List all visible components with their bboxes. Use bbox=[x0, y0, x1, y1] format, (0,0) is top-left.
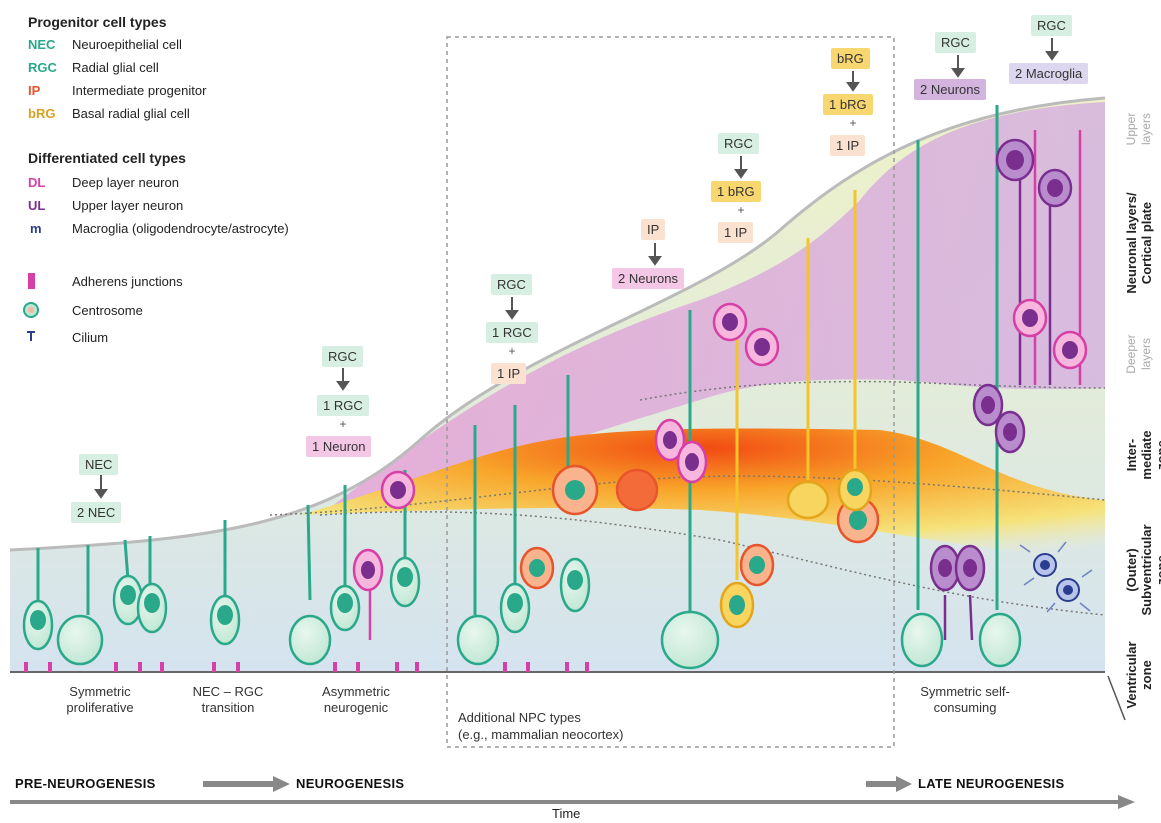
label-brg-plus: + bbox=[849, 116, 857, 130]
legend-desc-brg: Basal radial glial cell bbox=[72, 106, 190, 121]
caption-asymmetric-neurogenic: Asymmetric neurogenic bbox=[322, 684, 390, 715]
label-asym-daughter2: 1 Neuron bbox=[306, 436, 372, 457]
label-rgcbrg-parent: RGC bbox=[718, 133, 759, 154]
intermediate-zone-region bbox=[300, 428, 1105, 560]
label-rgcbrg-daughter1: 1 bRG bbox=[711, 181, 761, 202]
legend-abbr-brg: bRG bbox=[28, 106, 56, 121]
differentiated-legend-title: Differentiated cell types bbox=[28, 150, 186, 166]
legend-abbr-ip: IP bbox=[28, 83, 41, 98]
legend-cilium-label: Cilium bbox=[72, 330, 109, 345]
legend-desc-m: Macroglia (oligodendrocyte/astrocyte) bbox=[72, 221, 289, 236]
caption-additional-npc: Additional NPC types bbox=[458, 710, 581, 725]
legend-abbr-dl: DL bbox=[28, 175, 46, 190]
progenitor-legend-title: Progenitor cell types bbox=[28, 14, 167, 30]
caption-symmetric-self-consuming: Symmetric self-consuming bbox=[920, 684, 1010, 715]
zone-ventricular: Ventricular zone bbox=[1124, 641, 1154, 709]
label-nec-parent: NEC bbox=[79, 454, 119, 475]
legend-desc-dl: Deep layer neuron bbox=[72, 175, 179, 190]
upper-layer-neurons bbox=[929, 138, 1073, 592]
adherens-junctions bbox=[24, 662, 589, 672]
label-late2-parent: RGC bbox=[1031, 15, 1072, 36]
caption-additional-npc-sub: (e.g., mammalian neocortex) bbox=[458, 727, 624, 742]
legend-adherens-label: Adherens junctions bbox=[72, 274, 183, 289]
legend-desc-ul: Upper layer neuron bbox=[72, 198, 184, 213]
brg-fibers bbox=[735, 190, 857, 580]
adherens-junction-icon bbox=[28, 273, 35, 289]
legend-abbr-m: m bbox=[30, 221, 42, 236]
label-rgcip-parent: RGC bbox=[491, 274, 532, 295]
label-rgcbrg-plus: + bbox=[737, 203, 745, 217]
legend-desc-rgc: Radial glial cell bbox=[72, 60, 159, 75]
cilium-icon bbox=[27, 331, 35, 341]
neuron-nuclei bbox=[361, 150, 1078, 579]
label-rgcbrg-daughter2: 1 IP bbox=[718, 222, 754, 243]
label-asym-daughter1: 1 RGC bbox=[317, 395, 369, 416]
label-rgcip-plus: + bbox=[508, 344, 516, 358]
label-ip-parent: IP bbox=[641, 219, 666, 240]
ip-nuclei bbox=[529, 480, 867, 577]
label-brg-daughter1: 1 bRG bbox=[823, 94, 873, 115]
zone-neuronal-layers: Neuronal layers/ Cortical plate bbox=[1124, 192, 1154, 294]
progenitor-nuclei bbox=[30, 567, 583, 630]
radial-glia-fibers bbox=[36, 105, 999, 625]
label-rgcip-daughter2: 1 IP bbox=[491, 363, 527, 384]
phase-neurogenesis: NEUROGENESIS bbox=[296, 776, 405, 791]
caption-nec-rgc-transition: NEC – RGC transition bbox=[192, 684, 264, 715]
label-ip-daughters: 2 Neurons bbox=[612, 268, 684, 289]
legend-desc-ip: Intermediate progenitor bbox=[72, 83, 207, 98]
legend-centrosome-label: Centrosome bbox=[72, 303, 143, 318]
zone-deeper-layers: Deeper layers bbox=[1124, 334, 1153, 374]
label-brg-daughter2: 1 IP bbox=[830, 135, 866, 156]
pial-surface-line bbox=[9, 96, 1106, 552]
label-late2-daughters: 2 Macroglia bbox=[1009, 63, 1089, 84]
label-late1-parent: RGC bbox=[935, 32, 976, 53]
timeline-time-label: Time bbox=[552, 806, 581, 821]
label-late1-daughters: 2 Neurons bbox=[914, 79, 986, 100]
zone-subventricular: (Outer) Subventricular zone bbox=[1124, 524, 1161, 616]
phase-late-neurogenesis: LATE NEUROGENESIS bbox=[918, 776, 1065, 791]
label-rgcip-daughter1: 1 RGC bbox=[486, 322, 538, 343]
zone-intermediate: Inter- mediate zone bbox=[1124, 430, 1161, 480]
legend-desc-nec: Neuroepithelial cell bbox=[72, 37, 182, 52]
label-brg-parent: bRG bbox=[831, 48, 870, 69]
label-asym-plus: + bbox=[339, 417, 347, 431]
caption-symmetric-proliferative: Symmetric proliferative bbox=[66, 684, 134, 715]
legend-abbr-nec: NEC bbox=[28, 37, 56, 52]
additional-npc-box bbox=[446, 36, 895, 748]
label-nec-daughters: 2 NEC bbox=[71, 502, 122, 523]
label-asym-parent: RGC bbox=[322, 346, 363, 367]
zone-upper-layers: Upper layers bbox=[1124, 112, 1153, 146]
timeline-arrows bbox=[10, 776, 1135, 809]
legend-abbr-ul: UL bbox=[28, 198, 46, 213]
legend-abbr-rgc: RGC bbox=[28, 60, 57, 75]
phase-pre-neurogenesis: PRE-NEUROGENESIS bbox=[15, 776, 156, 791]
